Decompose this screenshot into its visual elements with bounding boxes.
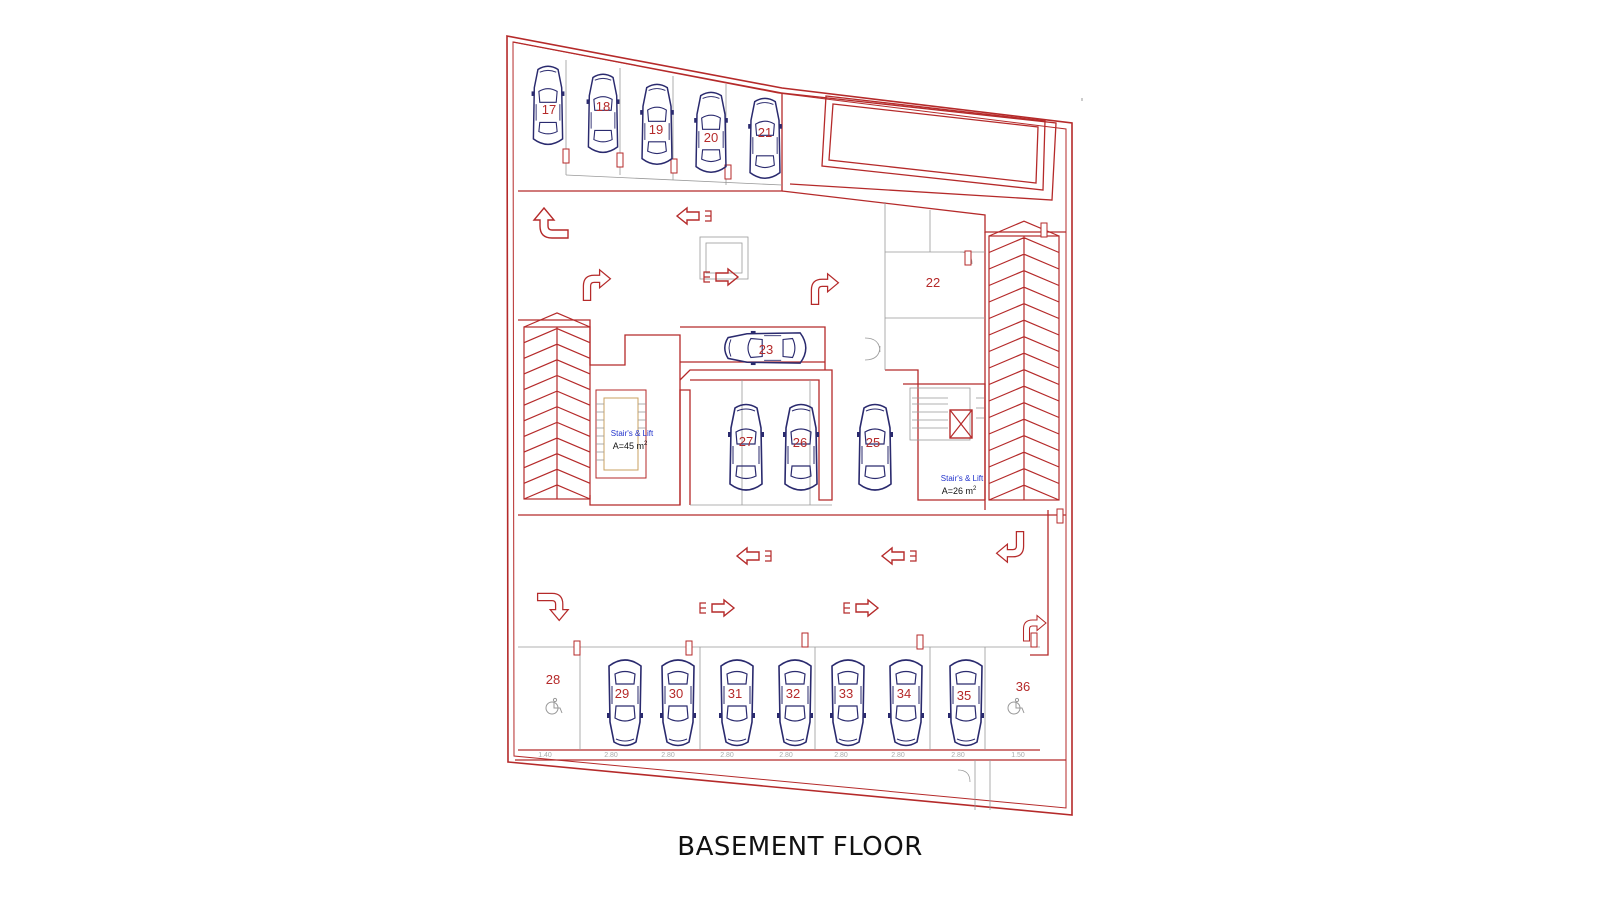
- dimension-label: 2.80: [834, 752, 848, 759]
- dimension-label: 1.50: [1011, 752, 1025, 759]
- stair-left-name: Stair's & Lift: [611, 429, 654, 438]
- flow-arrow-icon: [736, 547, 772, 565]
- parked-cars: [530, 65, 985, 747]
- stair-left-area-sup: 2: [644, 441, 648, 447]
- flow-arrow-icon: [699, 599, 735, 617]
- column-marker: [801, 632, 809, 648]
- car-icon: [887, 659, 925, 747]
- column-marker: [916, 634, 924, 650]
- space-number: 31: [728, 686, 742, 701]
- flow-arrow-icon: [533, 207, 569, 239]
- flow-arrow-icon: [881, 547, 917, 565]
- space-number: 28: [546, 672, 560, 687]
- dimension-label: 1.40: [538, 752, 552, 759]
- stair-core-right: Stair's & Lift A=26 m2: [909, 387, 984, 496]
- space-number: 29: [615, 686, 629, 701]
- stair-right-area-sup: 2: [973, 486, 977, 492]
- car-icon: [776, 659, 814, 747]
- wheelchair-icon: [1007, 697, 1025, 715]
- column-marker: [562, 148, 570, 164]
- stair-right-name: Stair's & Lift: [941, 474, 984, 483]
- column-marker: [964, 250, 972, 266]
- wheelchair-icon: [545, 697, 563, 715]
- space-number: 34: [897, 686, 911, 701]
- car-icon: [606, 659, 644, 747]
- flow-arrow-icon: [676, 207, 712, 225]
- space-number: 27: [739, 434, 753, 449]
- dimension-label: 2.80: [604, 752, 618, 759]
- space-number: 19: [649, 122, 663, 137]
- space-number: 21: [758, 125, 772, 140]
- column-markers: [562, 148, 1064, 656]
- flow-arrow-icon: [810, 273, 840, 306]
- space-number: 30: [669, 686, 683, 701]
- space-number: 26: [793, 435, 807, 450]
- dimension-labels: 1.40 2.80 2.80 2.80 2.80 2.80 2.80 2.80 1.50: [538, 752, 1025, 759]
- column-marker: [573, 640, 581, 656]
- column-marker: [670, 158, 678, 174]
- stair-right-area: A=26 m: [942, 486, 973, 496]
- dimension-label: 2.80: [951, 752, 965, 759]
- column-marker: [1030, 632, 1038, 648]
- dimension-label: 2.80: [891, 752, 905, 759]
- stair-left-area: A=45 m: [613, 441, 644, 451]
- column-marker: [616, 152, 624, 168]
- space-number: 22: [926, 275, 940, 290]
- column-marker: [1056, 508, 1064, 524]
- space-numbers: 17 18 19 20 21 22 23 25 26 27 28 29 30 3…: [542, 99, 1030, 703]
- ramp-hatch-icon: [523, 220, 1060, 501]
- space-number: 36: [1016, 679, 1030, 694]
- svg-text:A=45 m2: A=45 m2: [613, 441, 648, 451]
- svg-text:A=26 m2: A=26 m2: [942, 486, 977, 496]
- space-number: 35: [957, 688, 971, 703]
- flow-arrow-icon: [582, 269, 612, 302]
- flow-arrow-icon: [843, 599, 879, 617]
- space-number: 25: [866, 435, 880, 450]
- space-number: 20: [704, 130, 718, 145]
- column-marker: [685, 640, 693, 656]
- space-number: 33: [839, 686, 853, 701]
- car-icon: [659, 659, 697, 747]
- space-number: 17: [542, 102, 556, 117]
- plan-title: BASEMENT FLOOR: [677, 832, 923, 862]
- dimension-label: 2.80: [720, 752, 734, 759]
- flow-arrow-icon: [995, 530, 1025, 563]
- column-marker: [1040, 222, 1048, 238]
- flow-arrow-icon: [703, 268, 739, 286]
- dimension-label: 2.80: [661, 752, 675, 759]
- dimension-label: 2.80: [779, 752, 793, 759]
- stair-core-left: Stair's & Lift A=45 m2: [595, 389, 654, 479]
- traffic-flow-arrows: [533, 207, 1047, 642]
- space-number: 32: [786, 686, 800, 701]
- column-marker: [724, 164, 732, 180]
- flow-arrow-icon: [536, 592, 569, 622]
- space-number: 23: [759, 342, 773, 357]
- car-icon: [718, 659, 756, 747]
- space-number: 18: [596, 99, 610, 114]
- car-icon: [829, 659, 867, 747]
